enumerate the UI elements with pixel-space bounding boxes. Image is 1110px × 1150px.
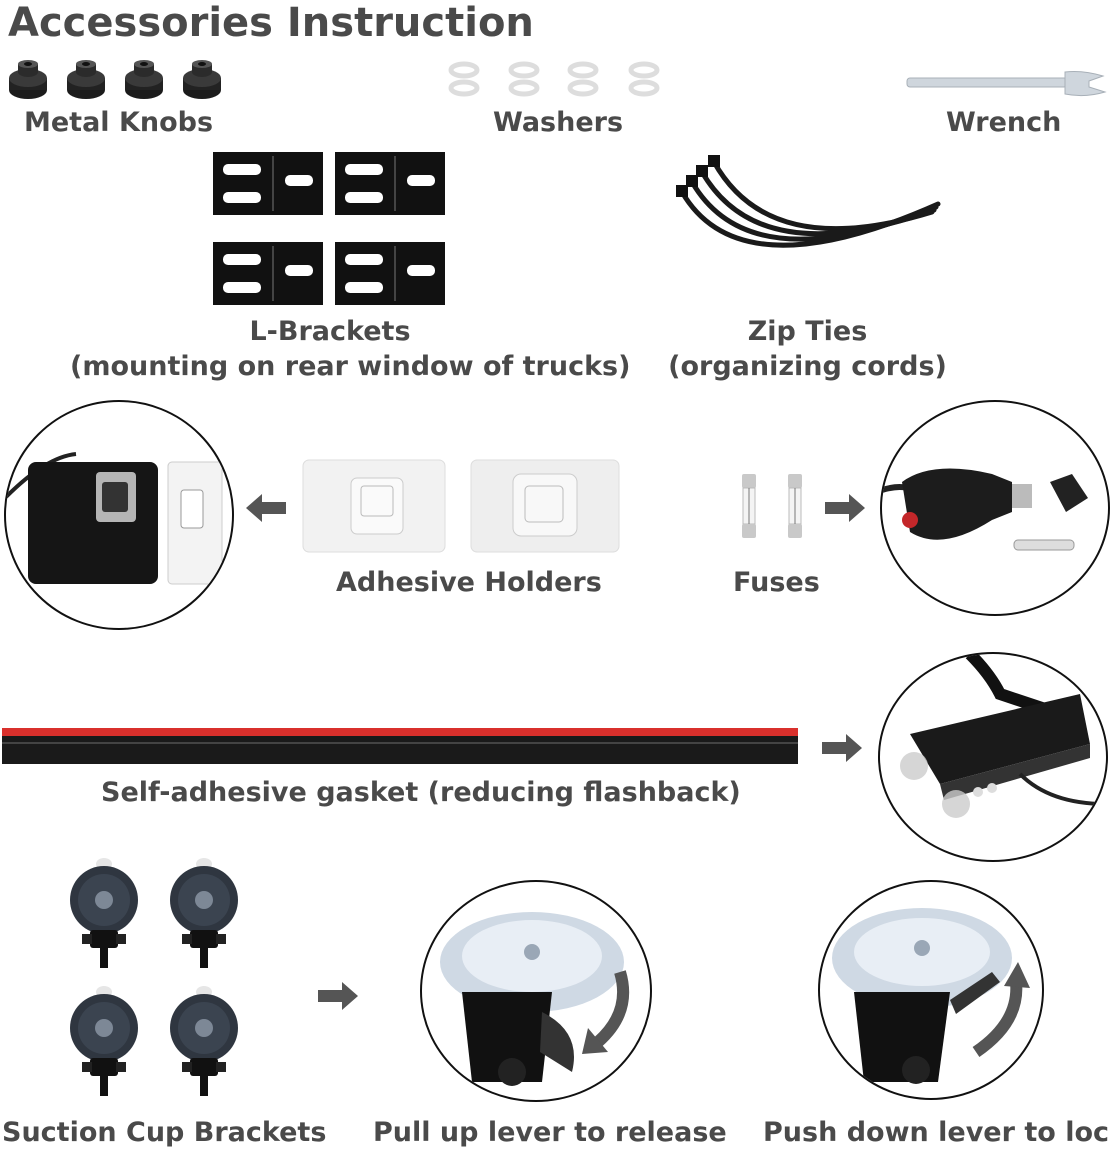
page-title: Accessories Instruction [8, 0, 534, 46]
fuses-image [742, 474, 802, 538]
washers-image [448, 61, 668, 97]
l-brackets-image [212, 151, 446, 306]
adhesive-holders-image [302, 459, 620, 553]
l-brackets-label: L-Brackets [249, 316, 411, 347]
wrench-label: Wrench [946, 107, 1062, 138]
arrow-right-icon [822, 734, 862, 762]
gasket-label: Self-adhesive gasket (reducing flashback… [101, 777, 741, 808]
suction-cup-brackets-image [70, 858, 238, 1096]
adhesive-holder-icon [470, 459, 620, 553]
gasket-image [2, 728, 798, 764]
arrow-right-icon [318, 982, 358, 1010]
push-down-detail-circle [818, 880, 1044, 1100]
zip-ties-image [676, 155, 941, 248]
cigarette-plug-icon [882, 468, 1088, 551]
metal-knobs-image [9, 60, 221, 99]
push-down-label: Push down lever to lock [763, 1117, 1110, 1148]
light-bar-detail-circle [878, 652, 1108, 862]
fuse-icon [788, 474, 802, 538]
light-bar-icon [900, 654, 1106, 818]
zip-tie-icon [679, 159, 941, 248]
l-bracket-icon [213, 152, 323, 215]
suction-cup-brackets-label: Suction Cup Brackets [2, 1117, 327, 1148]
washer-icon [448, 61, 480, 97]
wrench-icon [906, 71, 1107, 97]
l-brackets-note: (mounting on rear window of trucks) [70, 351, 631, 382]
arrow-right-icon [825, 494, 865, 522]
pull-up-label: Pull up lever to release [373, 1117, 727, 1148]
arrow-left-icon [246, 494, 286, 522]
knob-icon [9, 60, 47, 99]
washers-label: Washers [493, 107, 624, 138]
metal-knobs-label: Metal Knobs [24, 107, 214, 138]
fuses-label: Fuses [733, 567, 820, 598]
adhesive-holders-label: Adhesive Holders [336, 567, 602, 598]
adhesive-detail-circle [4, 400, 234, 630]
fuse-icon [742, 474, 756, 538]
zip-ties-label: Zip Ties [747, 316, 868, 347]
pull-up-detail-circle [420, 880, 652, 1102]
fuse-plug-detail-circle [880, 400, 1110, 616]
adhesive-holder-icon [302, 459, 446, 553]
zip-ties-note: (organizing cords) [668, 351, 947, 382]
